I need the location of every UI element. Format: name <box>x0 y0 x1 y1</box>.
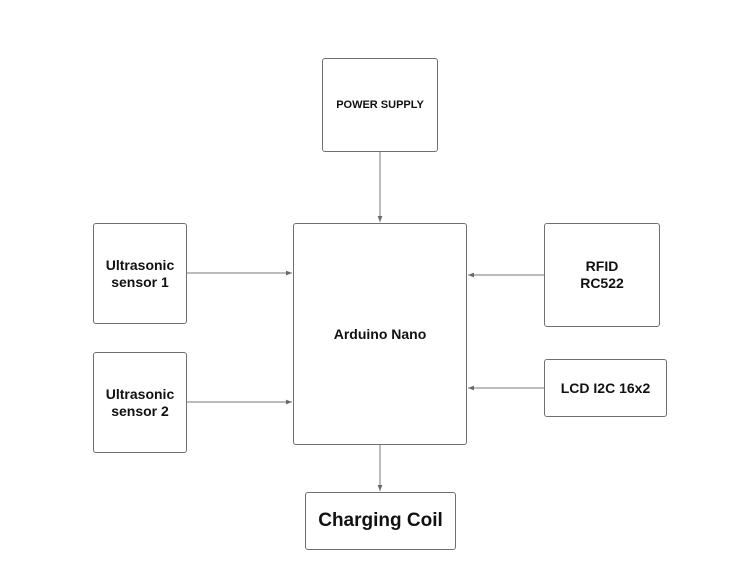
rfid-block: RFID RC522 <box>544 223 660 327</box>
rfid-label-line2: RC522 <box>580 275 624 291</box>
power-supply-label: POWER SUPPLY <box>336 99 424 111</box>
lcd-block: LCD I2C 16x2 <box>544 359 667 417</box>
ultrasonic-sensor-2-label-line1: Ultrasonic <box>105 385 175 402</box>
ultrasonic-sensor-1-label-line2: sensor 1 <box>111 273 169 290</box>
power-supply-block: POWER SUPPLY <box>322 58 438 152</box>
ultrasonic-sensor-2-block: Ultrasonic sensor 2 <box>93 352 187 453</box>
ultrasonic-sensor-1-label-line1: Ultrasonic <box>105 256 175 273</box>
rfid-label-line1: RFID <box>585 258 619 274</box>
charging-coil-label: Charging Coil <box>318 510 443 531</box>
ultrasonic-sensor-2-label-line2: sensor 2 <box>111 402 169 419</box>
arduino-nano-block: Arduino Nano <box>293 223 467 445</box>
ultrasonic-sensor-1-block: Ultrasonic sensor 1 <box>93 223 187 324</box>
lcd-label: LCD I2C 16x2 <box>560 380 651 396</box>
charging-coil-block: Charging Coil <box>305 492 456 550</box>
arduino-nano-label: Arduino Nano <box>333 326 427 342</box>
